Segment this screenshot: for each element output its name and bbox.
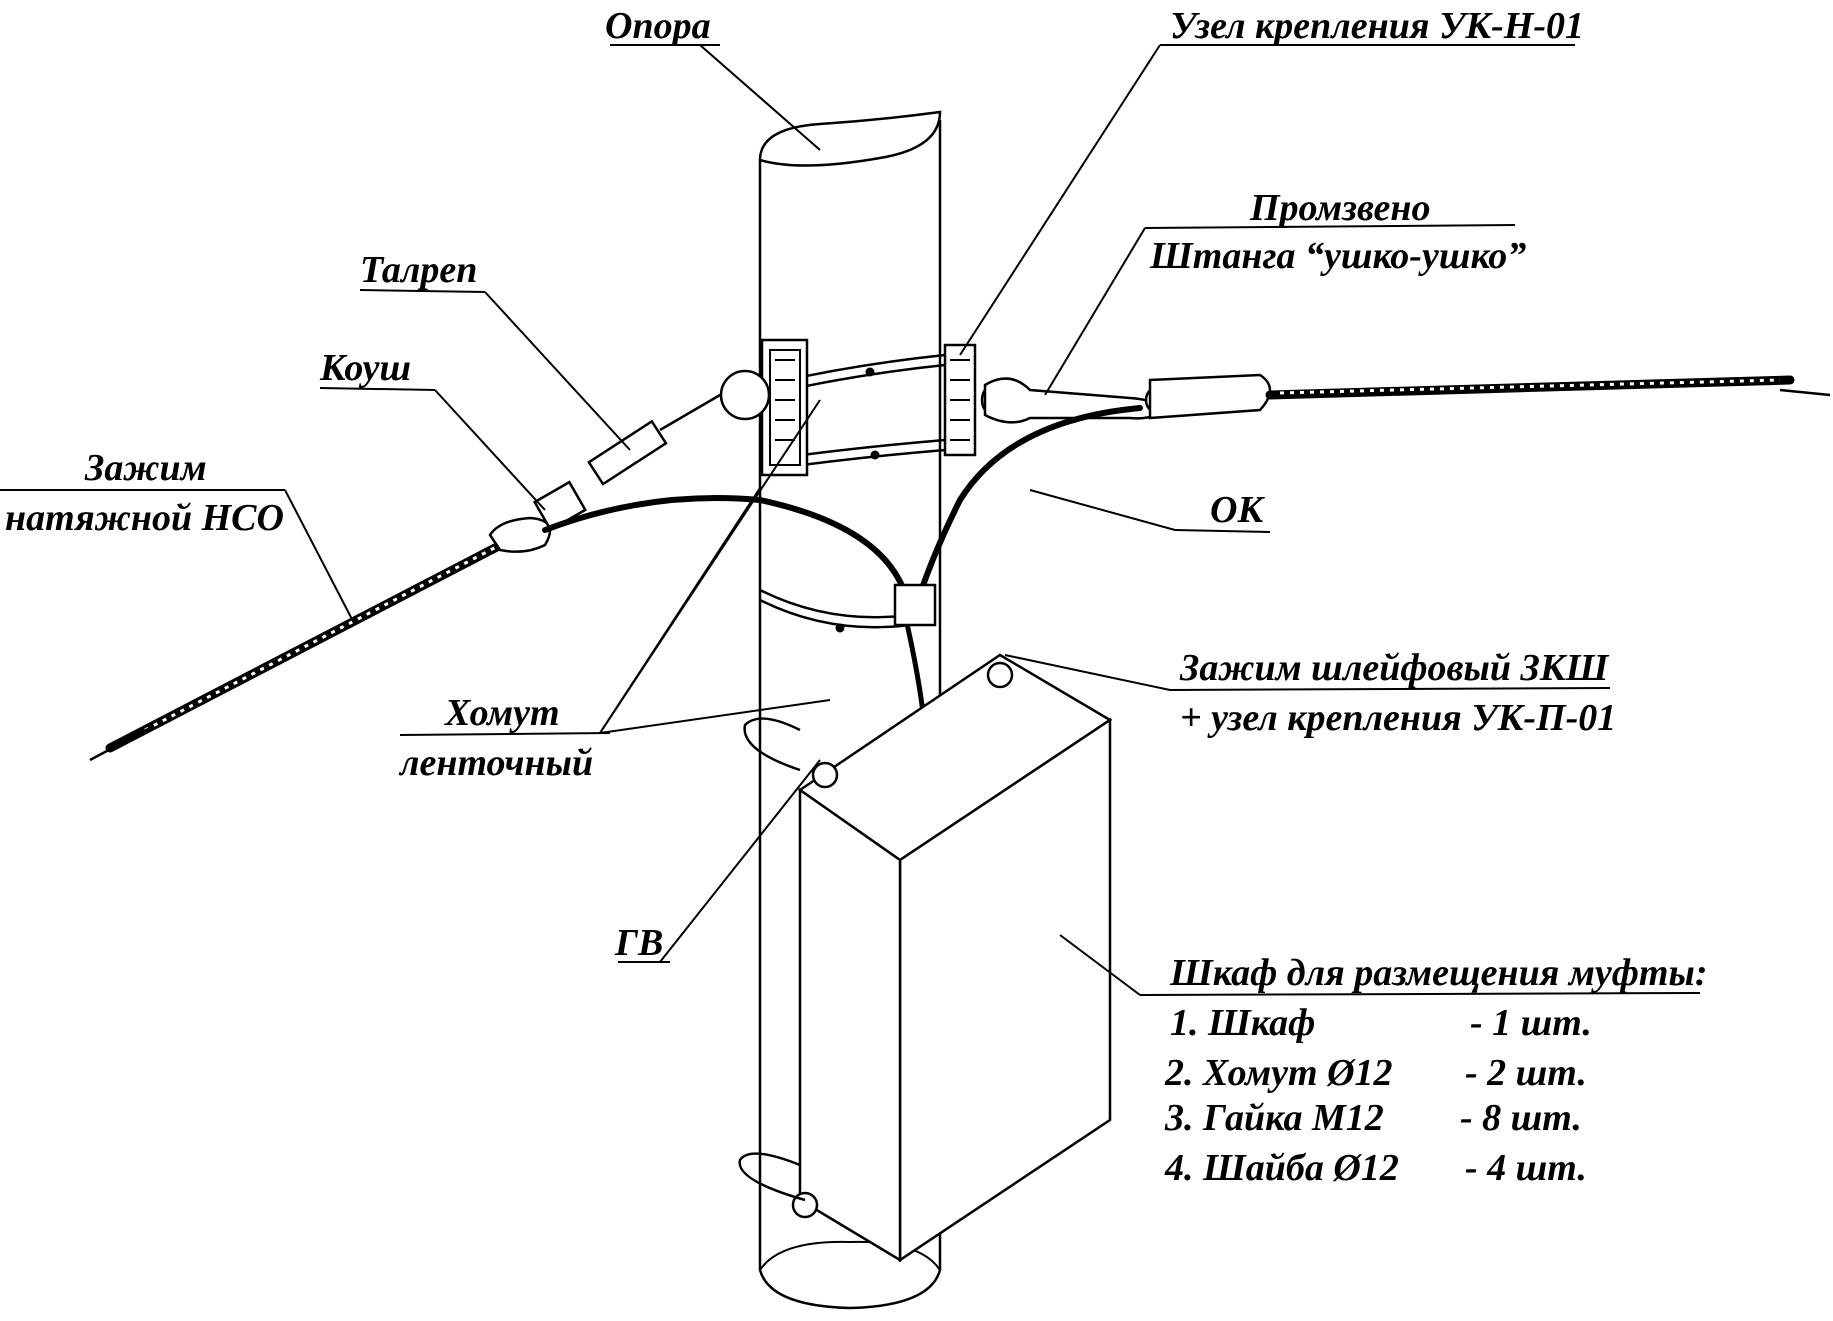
spec-item-qty: - 8 шт. [1460,1097,1582,1139]
label-shtanga: Штанга “ушко-ушко” [1149,235,1526,277]
spec-item-name: 3. Гайка М12 [1164,1097,1384,1139]
spec-item-name: 2. Хомут Ø12 [1164,1052,1393,1094]
spec-item-qty: - 1 шт. [1470,1002,1592,1044]
label-promzveno: Промзвено [1249,187,1430,229]
right-tension-assembly [980,373,1831,424]
label-homut-2: ленточный [398,742,593,784]
label-opora: Опора [605,5,711,47]
spec-item-name: 1. Шкаф [1170,1002,1315,1044]
label-zksh: Зажим шлейфовый ЗКШ [1179,647,1610,689]
label-zazhim-nso-2: натяжной НСО [5,497,284,539]
left-tension-assembly [89,369,771,762]
spec-item-qty: - 2 шт. [1465,1052,1587,1094]
spec-title: Шкаф для размещения муфты: [1169,952,1708,994]
label-talrep: Талреп [360,249,477,291]
label-uk-p: + узел крепления УК-П-01 [1180,697,1616,739]
label-zazhim-nso-1: Зажим [84,447,207,489]
labels: Опора Узел крепления УК-Н-01 Промзвено Ш… [5,5,1616,964]
label-homut-1: Хомут [444,692,560,734]
spec-item-name: 4. Шайба Ø12 [1164,1147,1399,1189]
label-ok: ОК [1210,489,1265,531]
leader-lines [0,44,1701,996]
label-koush: Коуш [319,347,411,389]
cabinet-spec: Шкаф для размещения муфты: 1. Шкаф - 1 ш… [1164,952,1708,1189]
upper-band-clamps [760,338,977,477]
cabinet [738,653,1113,1263]
spec-item-qty: - 4 шт. [1465,1147,1587,1189]
label-uzel-uk-n: Узел крепления УК-Н-01 [1170,5,1584,47]
label-gv: ГВ [614,922,663,964]
middle-band-clamp [759,588,911,633]
